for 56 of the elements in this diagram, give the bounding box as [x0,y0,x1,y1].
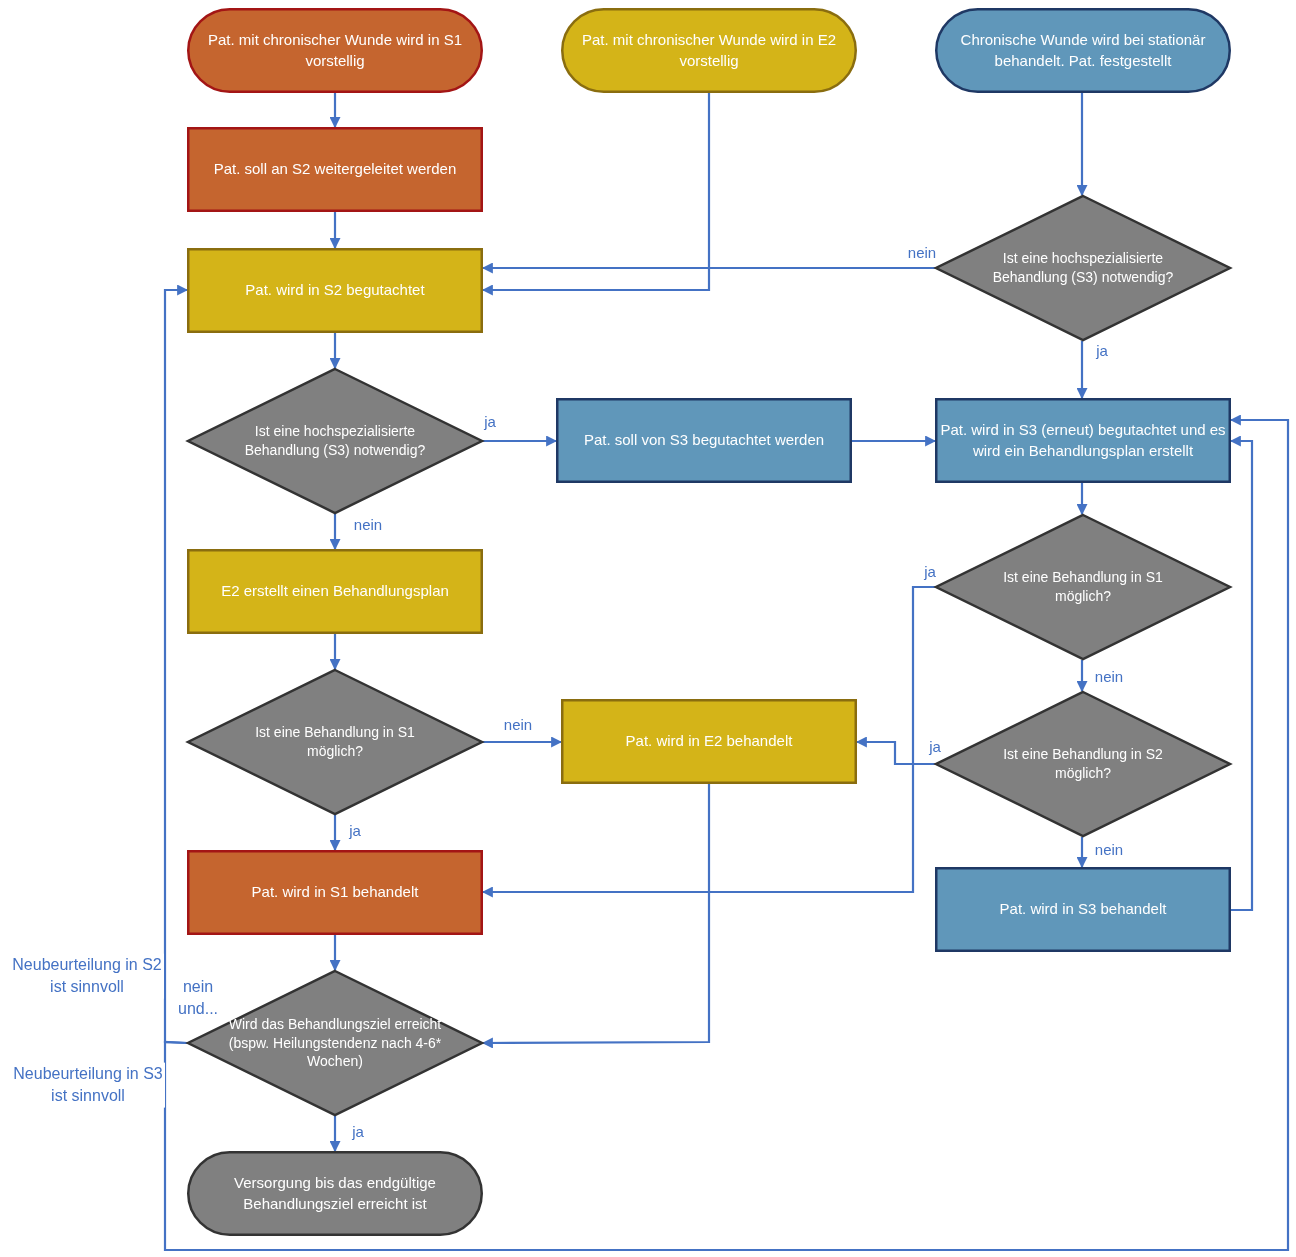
step-text: Pat. wird in E2 behandelt [624,731,794,752]
process-box [561,699,857,784]
arrow [329,333,341,370]
arrow [163,414,1290,1252]
arrow [329,93,341,129]
decision-question: Ist eine Behandlung in S1 möglich? [1002,568,1164,606]
arrow [329,514,341,551]
arrow [483,736,563,748]
process-box [935,398,1231,483]
arrow [329,935,341,972]
decision-diamond [935,514,1231,660]
arrow [329,634,341,671]
arrow [1076,660,1088,693]
decision-diamond [187,368,483,514]
arrow [481,784,711,1049]
arrow [481,262,935,274]
arrow [1229,435,1254,912]
note-label: nein und... [177,976,219,1019]
step-text: Pat. soll an S2 weitergeleitet werden [212,159,458,180]
decision-question: Ist eine hochspezialisierte Behandlung (S3) notwendig? [243,422,427,460]
arrow [329,815,341,852]
step-text: E2 erstellt einen Behandlungsplan [220,581,450,602]
step-text: Pat. wird in S3 (erneut) begutachtet und es wird ein Behandlungsplan erstellt [939,420,1227,461]
decision-question: Ist eine hochspezialisierte Behandlung (S3) notwendig? [991,249,1175,287]
edge-label: Neubeurteilung in S2 ist sinnvoll [10,953,164,999]
step-text: Pat. mit chronischer Wunde wird in E2 vorstellig [581,30,837,71]
arrow [481,93,711,296]
arrow [1076,837,1088,869]
process-box [556,398,852,483]
arrow [483,435,558,447]
step-text: Pat. soll von S3 begutachtet werden [582,430,826,451]
decision-question: Ist eine Behandlung in S1 möglich? [254,723,416,761]
process-box [187,549,483,634]
arrow [1076,341,1088,400]
decision-question: Wird das Behandlungsziel erreicht (bspw. Heilungstendenz nach 4-6* Wochen) [227,1014,443,1072]
arrow [329,1116,341,1153]
process-box [935,867,1231,952]
decision-diamond [935,195,1231,341]
arrow [1076,93,1088,197]
decision-question: Ist eine Behandlung in S2 möglich? [1002,745,1164,783]
process-box [187,127,483,212]
process-box [187,850,483,935]
step-text: Chronische Wunde wird bei stationär behandelt. Pat. festgestellt [959,30,1207,71]
process-box [187,248,483,333]
arrow [1076,483,1088,516]
arrow [329,212,341,250]
step-text: Pat. wird in S1 behandelt [250,882,420,903]
arrow [481,585,935,898]
edge-label: Neubeurteilung in S3 ist sinnvoll [11,1062,165,1108]
step-text: Versorgung bis das endgültige Behandlungsziel erreicht ist [233,1173,437,1214]
step-text: Pat. wird in S2 begutachtet [244,280,426,301]
arrow [855,736,935,766]
step-text: Pat. mit chronischer Wunde wird in S1 vorstellig [207,30,463,71]
arrow [852,435,937,447]
decision-diamond [187,669,483,815]
step-text: Pat. wird in S3 behandelt [998,899,1168,920]
